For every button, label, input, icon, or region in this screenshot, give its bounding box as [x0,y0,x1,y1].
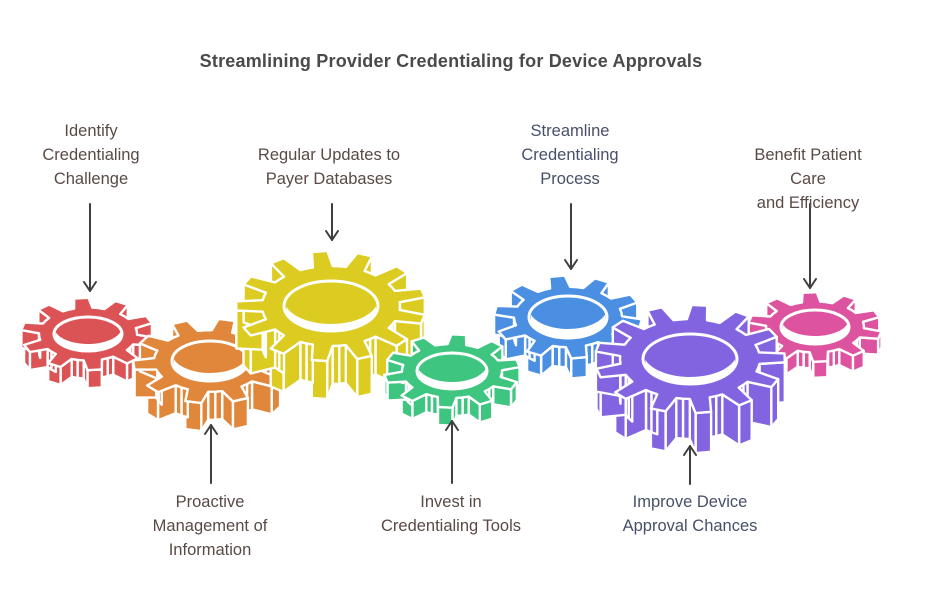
label-proactive-management-of-information: Proactive Management of Information [152,493,268,559]
label-streamline-credentialing-process: Streamline Credentialing Process [521,122,619,188]
arrow-improve-device-approval-chances [683,445,697,485]
arrow-invest-in-credentialing-tools [445,420,459,484]
label-identify-credentialing-challenge: Identify Credentialing Challenge [42,122,140,188]
arrow-benefit-patient-care-and-efficiency [803,203,817,289]
gear-purple [594,303,786,455]
label-improve-device-approval-chances: Improve Device Approval Chances [622,493,758,535]
label-regular-updates-to-payer-databases: Regular Updates to Payer Databases [257,146,401,188]
label-benefit-patient-care-and-efficiency: Benefit Patient Care and Efficiency [754,146,862,212]
arrow-streamline-credentialing-process [564,203,578,270]
gear-red [20,296,156,390]
arrow-proactive-management-of-information [204,424,218,484]
page-title: Streamlining Provider Credentialing for … [199,51,703,71]
gear-yellow [235,249,426,401]
arrow-identify-credentialing-challenge [83,203,97,292]
gear-green [383,333,521,427]
arrow-regular-updates-to-payer-databases [325,203,339,241]
label-invest-in-credentialing-tools: Invest in Credentialing Tools [380,493,522,535]
